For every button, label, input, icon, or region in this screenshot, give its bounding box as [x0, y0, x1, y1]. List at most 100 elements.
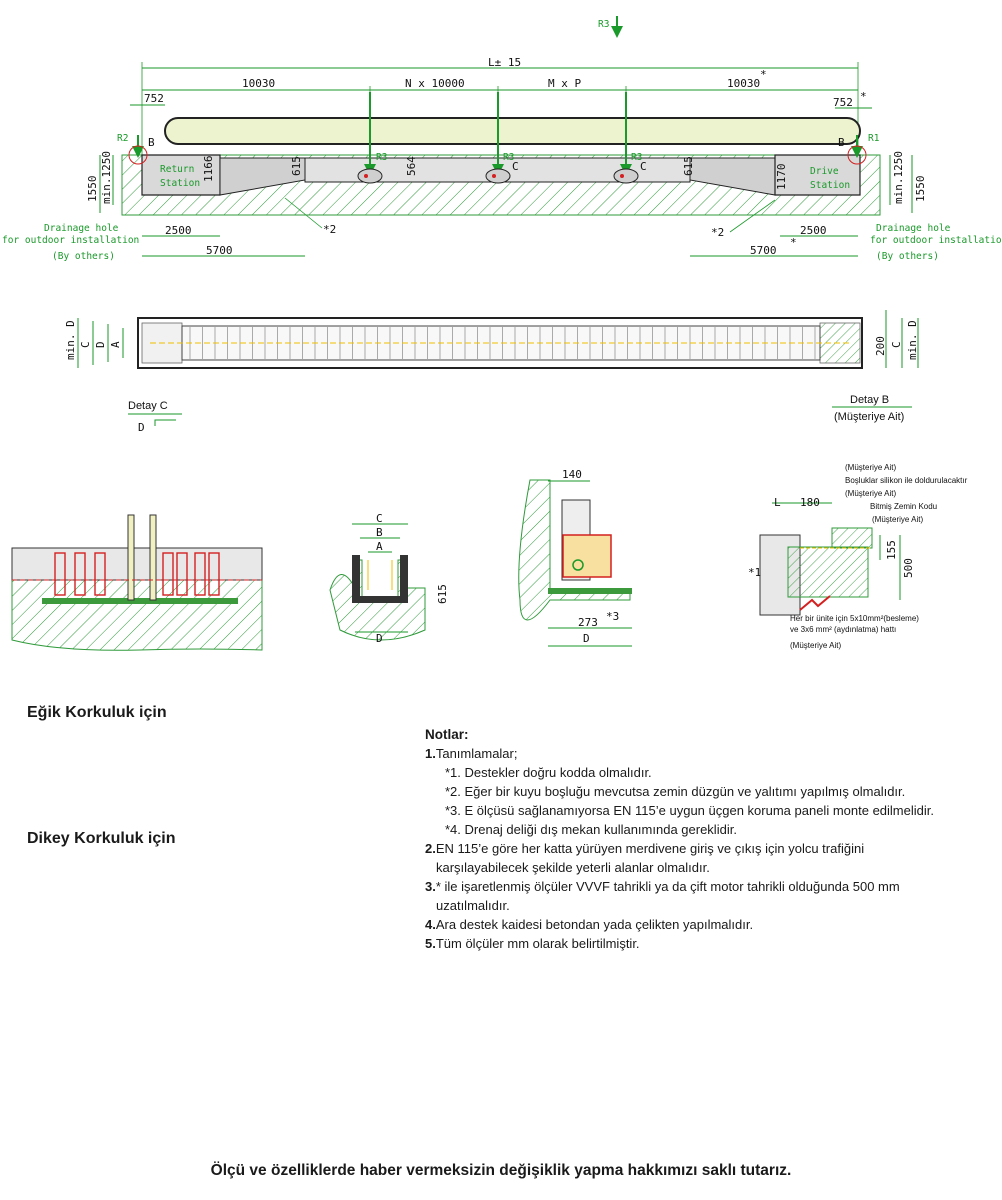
- dim-m-x-p: M x P: [548, 77, 581, 90]
- section-b: B: [376, 526, 383, 539]
- r2-circle: [128, 145, 148, 165]
- support-2-c: C: [512, 160, 519, 173]
- note-4: 4.Ara destek kaidesi betondan yada çelik…: [425, 917, 754, 932]
- side-273: 273: [578, 616, 598, 629]
- plan-a-left: A: [109, 341, 122, 348]
- note-5: 5.Tüm ölçüler mm olarak belirtilmiştir.: [425, 936, 640, 951]
- w2500-left: 2500: [165, 224, 192, 237]
- detay-b-label: Detay B: [850, 394, 889, 406]
- left-height-min1250: min.1250: [100, 151, 113, 204]
- r2-label: R2: [117, 133, 128, 144]
- heading-egik-korkuluk: Eğik Korkuluk için: [27, 704, 167, 721]
- note-2-cont: karşılayabilecek şekilde yeterli alanlar…: [436, 860, 710, 875]
- side-d: D: [583, 632, 590, 645]
- support-1-label: R3: [376, 152, 387, 163]
- note-3-cont: uzatılmalıdır.: [436, 898, 510, 913]
- plan-c-left: C: [79, 341, 92, 348]
- detail-b-note-1: (Müşteriye Ait): [845, 463, 896, 472]
- detail-b-bottom-1: Her bir ünite için 5x10mm²(besleme): [790, 614, 919, 623]
- plan-min-d-right: min. D: [906, 320, 919, 360]
- detail-b-note-5: (Müşteriye Ait): [872, 515, 923, 524]
- detail-b-bottom-3: (Müşteriye Ait): [790, 641, 841, 650]
- detail-b-500: 500: [902, 558, 915, 578]
- plan-c-right: C: [890, 341, 903, 348]
- plan-min-d-left: min. D: [64, 320, 77, 360]
- plan-outline: [137, 317, 863, 369]
- note-3: 3.* ile işaretlenmiş ölçüler VVVF tahrik…: [425, 879, 900, 894]
- drainage-right-2: for outdoor installation: [870, 235, 1002, 246]
- r1-circle: [847, 145, 867, 165]
- height-615-right: 615: [682, 156, 695, 176]
- section-a: A: [376, 540, 383, 553]
- drainage-left-1: Drainage hole: [44, 223, 119, 234]
- w5700-left: 5700: [206, 244, 233, 257]
- support-2-label: R3: [503, 152, 514, 163]
- support-3: R3 C: [613, 92, 647, 184]
- escalator-handrail: [164, 117, 861, 145]
- drainage-right-3: (By others): [876, 251, 939, 262]
- detail-section-cba: C B A 615 D: [329, 512, 449, 645]
- detail-b-bottom-2: ve 3x6 mm² (aydınlatma) hattı: [790, 625, 896, 634]
- star-mark-3: *: [790, 236, 797, 249]
- note-1-sub-4: *4. Drenaj deliği dış mekan kullanımında…: [445, 822, 737, 837]
- height-615-left: 615: [290, 156, 303, 176]
- return-station-label-1: Return: [160, 164, 194, 175]
- dim-10030-left: 10030: [242, 77, 275, 90]
- r3-top-label: R3: [598, 19, 609, 30]
- drive-station-box: [774, 154, 861, 196]
- height-1166: 1166: [202, 156, 215, 183]
- support-1: R3: [357, 92, 387, 184]
- dim-10030-right: 10030: [727, 77, 760, 90]
- detail-b-star1: *1: [748, 566, 761, 579]
- d-arrow-icon: [154, 419, 176, 426]
- detail-b-155: 155: [885, 540, 898, 560]
- section-channel: [352, 555, 408, 603]
- r1-label: R1: [868, 133, 880, 144]
- plan-200: 200: [874, 336, 887, 356]
- height-564: 564: [405, 156, 418, 176]
- support-3-label: R3: [631, 152, 642, 163]
- support-3-c: C: [640, 160, 647, 173]
- section-c: C: [376, 512, 383, 525]
- bolt: [74, 552, 86, 596]
- bolts-group: [54, 552, 220, 596]
- detail-support-bolts: [11, 514, 263, 651]
- footer-disclaimer: Ölçü ve özelliklerde haber vermeksizin d…: [210, 1162, 792, 1179]
- drive-station-label-1: Drive: [810, 166, 839, 177]
- side-140: 140: [562, 468, 582, 481]
- bolt: [54, 552, 66, 596]
- drainage-left-2: for outdoor installation: [2, 235, 139, 246]
- b-label-right: B: [838, 136, 845, 149]
- detail-b: L 180 155 500 *1 (Müşteriye Ait) Boşlukl…: [748, 463, 968, 650]
- detail-b-note-2: Boşluklar silikon ile doldurulacaktır: [845, 476, 968, 485]
- star2-right: *2: [711, 226, 724, 239]
- left-height-1550: 1550: [86, 176, 99, 203]
- bolt: [194, 552, 206, 596]
- detay-b-musteri: (Müşteriye Ait): [834, 411, 904, 423]
- side-star3: *3: [606, 610, 619, 623]
- bolt: [176, 552, 188, 596]
- drainage-left-3: (By others): [52, 251, 115, 262]
- bolt: [208, 552, 220, 596]
- heading-dikey-korkuluk: Dikey Korkuluk için: [27, 830, 176, 847]
- plan-d-left: D: [94, 341, 107, 348]
- right-height-1550: 1550: [914, 176, 927, 203]
- height-1170: 1170: [775, 164, 788, 191]
- right-height-min1250: min.1250: [892, 151, 905, 204]
- offset-752-left: 752: [144, 92, 164, 105]
- notes-title: Notlar:: [425, 727, 469, 742]
- offset-752-right: 752: [833, 96, 853, 109]
- notes-block: Notlar: 1.Tanımlamalar; *1. Destekler do…: [425, 725, 995, 953]
- detail-b-note-4: Bitmiş Zemin Kodu: [870, 502, 937, 511]
- w5700-right: 5700: [750, 244, 777, 257]
- note-2: 2.EN 115’e göre her katta yürüyen merdiv…: [425, 841, 865, 856]
- detail-side-wall: 140 273 D *3: [518, 468, 632, 647]
- section-d: D: [376, 632, 383, 645]
- drainage-right-1: Drainage hole: [876, 223, 951, 234]
- d-arrow-label: D: [138, 421, 145, 434]
- detail-b-180: 180: [800, 496, 820, 509]
- detail-b-note-3: (Müşteriye Ait): [845, 489, 896, 498]
- note-1-sub-3: *3. E ölçüsü sağlanamıyorsa EN 115’e uyg…: [445, 803, 934, 818]
- plan-view: min. D C D A 200 C min. D Detay C D Deta…: [64, 310, 919, 434]
- return-station-label-2: Station: [160, 178, 200, 189]
